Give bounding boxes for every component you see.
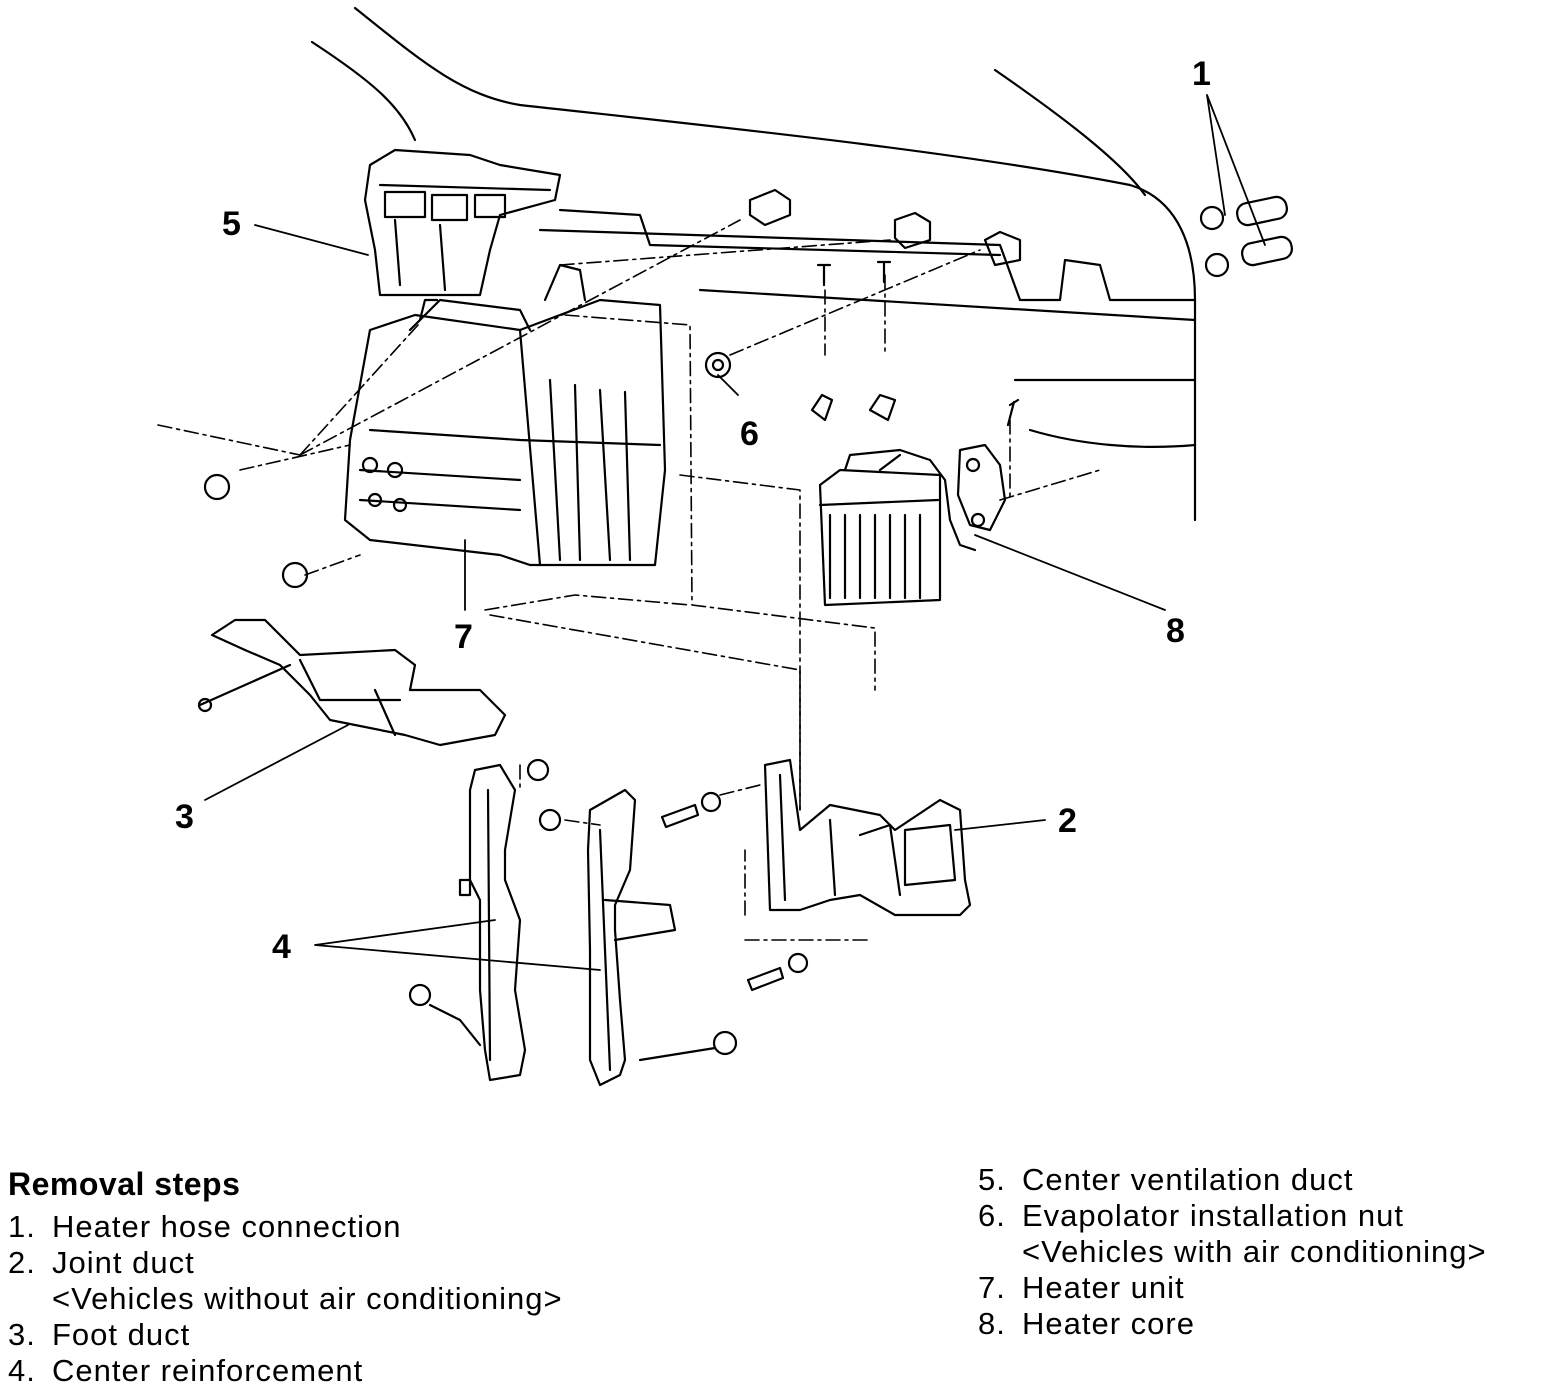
callout-2: 2	[1058, 802, 1077, 840]
removal-steps-heading: Removal steps	[8, 1166, 241, 1202]
heater-core	[818, 398, 1020, 607]
step-7: 7.Heater unit	[978, 1270, 1185, 1305]
nut-icon-2	[281, 561, 309, 589]
clip-3	[983, 230, 1022, 267]
callout-4: 4	[272, 928, 291, 966]
step-6: 6.Evapolator installation nut	[978, 1198, 1405, 1233]
callout-leaders	[204, 94, 1266, 971]
callout-6: 6	[740, 415, 759, 453]
removal-steps-right: 5.Center ventilation duct 6.Evapolator i…	[978, 1162, 1548, 1342]
center-reinforcement-left	[408, 758, 562, 1082]
evaporator-nut	[704, 351, 732, 379]
step-2: 2.Joint duct	[8, 1245, 195, 1280]
heater-hose-connection	[1199, 195, 1293, 278]
callout-3: 3	[175, 798, 194, 836]
clip-1	[748, 188, 792, 227]
clip-2	[893, 211, 932, 250]
exploded-view-diagram: 1 2 3 4 5 6 7 8	[157, 6, 1293, 1087]
step-6-note: <Vehicles with air conditioning>	[1022, 1234, 1487, 1269]
dashboard-outline	[310, 6, 1197, 522]
callout-5: 5	[222, 205, 241, 243]
step-8: 8.Heater core	[978, 1306, 1195, 1341]
callout-8: 8	[1166, 612, 1185, 650]
step-4: 4.Center reinforcement	[8, 1353, 364, 1388]
step-5: 5.Center ventilation duct	[978, 1162, 1354, 1197]
callout-7: 7	[454, 618, 473, 656]
screws	[810, 260, 897, 422]
joint-duct	[660, 758, 972, 992]
removal-steps-left: Removal steps 1.Heater hose connection 2…	[8, 1162, 908, 1389]
nut-icon	[203, 473, 231, 501]
heater-unit	[343, 263, 667, 567]
center-reinforcement-right	[586, 788, 738, 1087]
alignment-lines	[157, 219, 1101, 941]
step-2-note: <Vehicles without air conditioning>	[52, 1281, 563, 1316]
center-ventilation-duct	[363, 148, 562, 297]
step-3: 3.Foot duct	[8, 1317, 191, 1352]
callout-1: 1	[1192, 55, 1211, 93]
step-1: 1.Heater hose connection	[8, 1209, 402, 1244]
foot-duct	[197, 618, 507, 747]
